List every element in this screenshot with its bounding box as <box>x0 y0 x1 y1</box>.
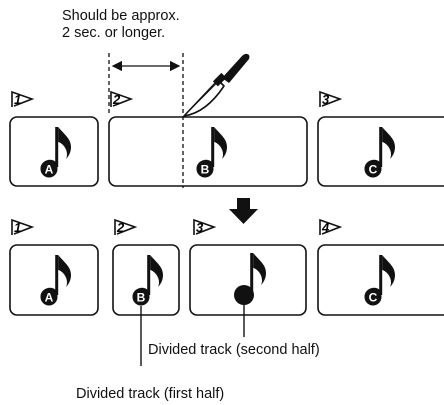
track-letter: A <box>45 163 54 177</box>
track-letter: B <box>201 163 210 177</box>
duration-note-line2: 2 sec. or longer. <box>62 25 166 41</box>
second-half-label: Divided track (second half) <box>148 342 320 358</box>
bottom-track-1: 1 A <box>9 219 99 316</box>
top-track-3: 3 C <box>317 91 444 187</box>
track-letter: B <box>137 291 146 305</box>
track-letter: C <box>369 163 378 177</box>
first-half-label: Divided track (first half) <box>76 386 225 402</box>
track-letter: A <box>45 291 54 305</box>
bottom-track-3: 3 <box>189 219 307 337</box>
down-arrow-icon <box>229 198 258 224</box>
bottom-track-2: 2 B <box>112 219 180 366</box>
track-number: 2 <box>116 220 125 235</box>
track-letter: C <box>369 291 378 305</box>
knife-icon <box>183 53 250 117</box>
track-number: 1 <box>14 220 21 235</box>
track-number: 3 <box>196 220 204 235</box>
track-number: 2 <box>112 92 121 107</box>
top-track-1: 1 A <box>9 91 99 187</box>
track-number: 3 <box>322 92 330 107</box>
top-track-2: 2 B <box>108 91 308 187</box>
bottom-track-4: 4 C <box>317 219 444 316</box>
track-number: 1 <box>14 92 21 107</box>
track-number: 4 <box>321 220 330 235</box>
duration-note-line1: Should be approx. <box>62 8 180 24</box>
